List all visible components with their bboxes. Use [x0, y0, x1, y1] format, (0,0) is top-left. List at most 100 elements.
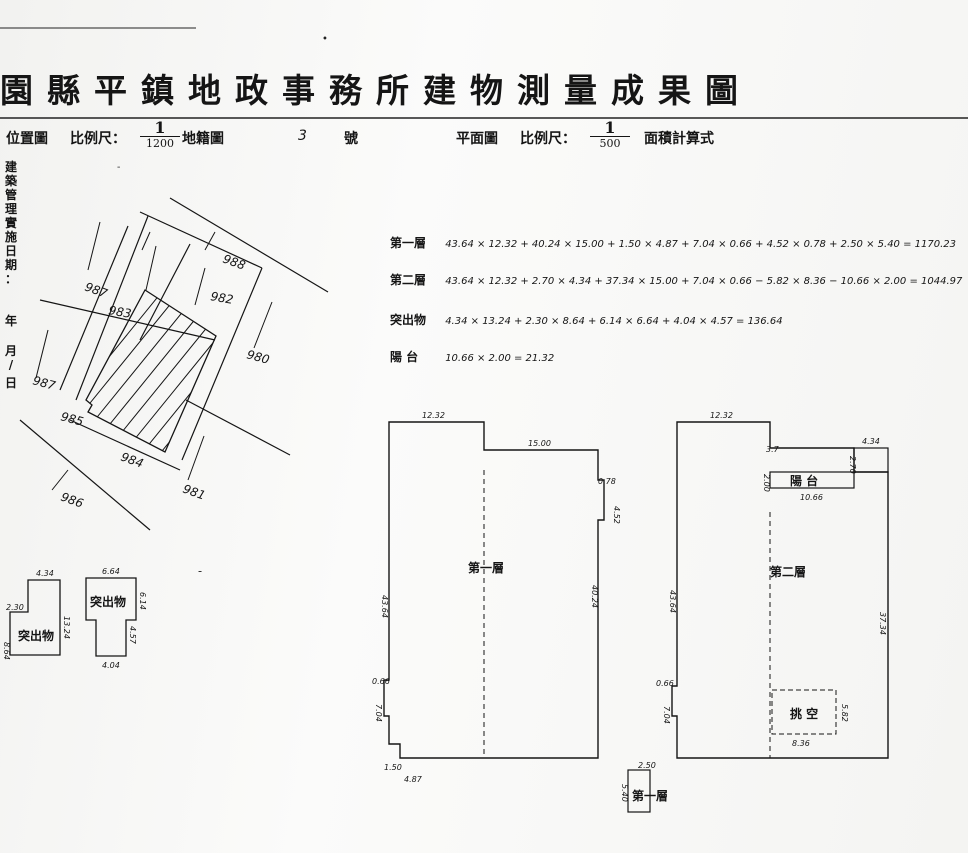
note-spacer — [4, 328, 18, 344]
map-number: 3 — [298, 128, 307, 144]
floor1-label: 第一層 — [468, 560, 504, 575]
parcel-line — [139, 243, 191, 341]
parcel-line — [185, 399, 291, 456]
note-char: 年 — [4, 314, 17, 328]
dim-label: 43.64 — [668, 590, 677, 613]
area-label: 陽 台 — [390, 350, 419, 364]
area-label: 第一層 — [390, 236, 427, 250]
dim-label: 4.52 — [612, 506, 621, 524]
scale-numerator: 1 — [604, 118, 616, 137]
floor1-outline — [383, 421, 605, 759]
dim-label: 2.30 — [6, 603, 24, 612]
area-row-floor1: 第一層 43.64 × 12.32 + 40.24 × 15.00 + 1.50… — [390, 234, 956, 251]
area-row-protrusion: 突出物 4.34 × 13.24 + 2.30 × 8.64 + 6.14 × … — [390, 311, 783, 328]
area-label: 第二層 — [390, 273, 427, 287]
area-formula: 43.64 × 12.32 + 2.70 × 4.34 + 37.34 × 15… — [445, 276, 963, 287]
area-row-balcony: 陽 台 10.66 × 2.00 = 21.32 — [390, 348, 554, 365]
ink-mark: - — [198, 564, 202, 578]
void-box — [771, 689, 837, 735]
area-label: 突出物 — [390, 313, 427, 327]
lot-number: 983 — [107, 303, 132, 321]
lot-numbers: 987 983 988 982 980 987 985 984 986 981 — [31, 252, 271, 511]
parcel-line — [59, 225, 129, 391]
floor1-dimensions: 12.32 15.00 0.78 4.52 43.64 40.24 0.66 7… — [372, 411, 621, 784]
note-char: 築 — [4, 174, 17, 188]
number-label: 號 — [344, 131, 358, 147]
area-formula: 43.64 × 12.32 + 40.24 × 15.00 + 1.50 × 4… — [445, 239, 957, 250]
dim-label: 0.66 — [656, 679, 674, 688]
floor2-outline — [671, 421, 889, 759]
location-map-lines — [19, 197, 329, 531]
cadastral-label: 地籍圖 — [182, 131, 224, 147]
lot-number: 988 — [221, 252, 248, 273]
lot-number: 980 — [245, 347, 271, 367]
area-formula: 10.66 × 2.00 = 21.32 — [445, 353, 555, 364]
note-char: 期 — [4, 258, 17, 272]
dim-label: 2.00 — [762, 474, 771, 492]
protrusion-b-label: 突出物 — [90, 594, 126, 609]
plan-scale-label: 比例尺： — [520, 131, 576, 147]
dim-label: 5.82 — [840, 704, 849, 722]
floor2-dimensions: 12.32 4.34 2.70 3.7 10.66 2.00 43.64 37.… — [656, 411, 887, 748]
floor2-top-box — [853, 447, 889, 473]
dim-label: 4.87 — [404, 775, 423, 784]
note-char: ： — [4, 272, 17, 286]
dim-label: 4.04 — [102, 661, 120, 670]
dim-label: 37.34 — [878, 612, 887, 635]
dim-label: 7.04 — [374, 704, 383, 722]
ink-mark: • — [322, 34, 328, 45]
protrusion-b-outline — [85, 577, 137, 657]
lot-number: 981 — [181, 482, 207, 503]
parcel-line — [181, 267, 263, 461]
lot-number: 985 — [59, 409, 85, 428]
dim-label: 1.50 — [384, 763, 402, 772]
boundary-markers — [35, 221, 273, 491]
note-char: 月 — [4, 344, 17, 358]
dim-label: 8.36 — [792, 739, 810, 748]
protrusion-a-outline — [9, 579, 61, 656]
lot-number: 987 — [31, 373, 57, 393]
small-floor-box — [627, 769, 651, 813]
dim-label: 4.34 — [862, 437, 880, 446]
road-line — [169, 197, 329, 293]
plan-label: 平面圖 — [456, 131, 498, 147]
dim-label: 2.50 — [638, 761, 656, 770]
scale-denominator: 1200 — [140, 136, 180, 149]
scale-denominator: 500 — [590, 136, 630, 149]
parcel-line — [75, 215, 149, 401]
parcel-line — [19, 419, 151, 531]
dim-label: 7.04 — [662, 706, 671, 724]
dim-label: 10.66 — [800, 493, 823, 502]
note-char: / — [8, 358, 14, 372]
dim-label: 43.64 — [380, 595, 389, 618]
dim-label: 4.34 — [36, 569, 54, 578]
dim-label: 3.7 — [766, 445, 780, 454]
location-map-scale-label: 比例尺： — [70, 131, 126, 147]
construction-date-note: 建 築 管 理 實 施 日 期 ： 年 月 / 日 — [4, 160, 18, 390]
note-char: 管 — [4, 188, 17, 202]
dim-label: 0.66 — [372, 677, 390, 686]
dim-label: 12.32 — [710, 411, 733, 420]
note-spacer — [4, 286, 18, 314]
area-calc-label: 面積計算式 — [644, 131, 714, 147]
protrusion-a-label: 突出物 — [18, 628, 54, 643]
lot-number: 982 — [209, 289, 234, 307]
lot-number: 986 — [59, 490, 86, 511]
note-char: 實 — [4, 216, 17, 230]
dim-label: 2.70 — [848, 456, 857, 474]
dim-label: 13.24 — [62, 616, 71, 639]
location-map-scale: 1 1200 — [140, 120, 180, 149]
parcel-line — [39, 299, 216, 341]
small-floor-label: 第一層 — [632, 788, 668, 803]
note-char: 理 — [4, 202, 17, 216]
scale-numerator: 1 — [154, 118, 166, 137]
parcel-line — [69, 419, 181, 471]
dim-label: 4.57 — [128, 626, 137, 645]
dim-label: 5.40 — [620, 784, 629, 802]
area-row-floor2: 第二層 43.64 × 12.32 + 2.70 × 4.34 + 37.34 … — [390, 271, 962, 288]
building-footprint — [85, 289, 217, 453]
note-char: 施 — [4, 230, 17, 244]
location-map-label: 位置圖 — [6, 131, 48, 147]
